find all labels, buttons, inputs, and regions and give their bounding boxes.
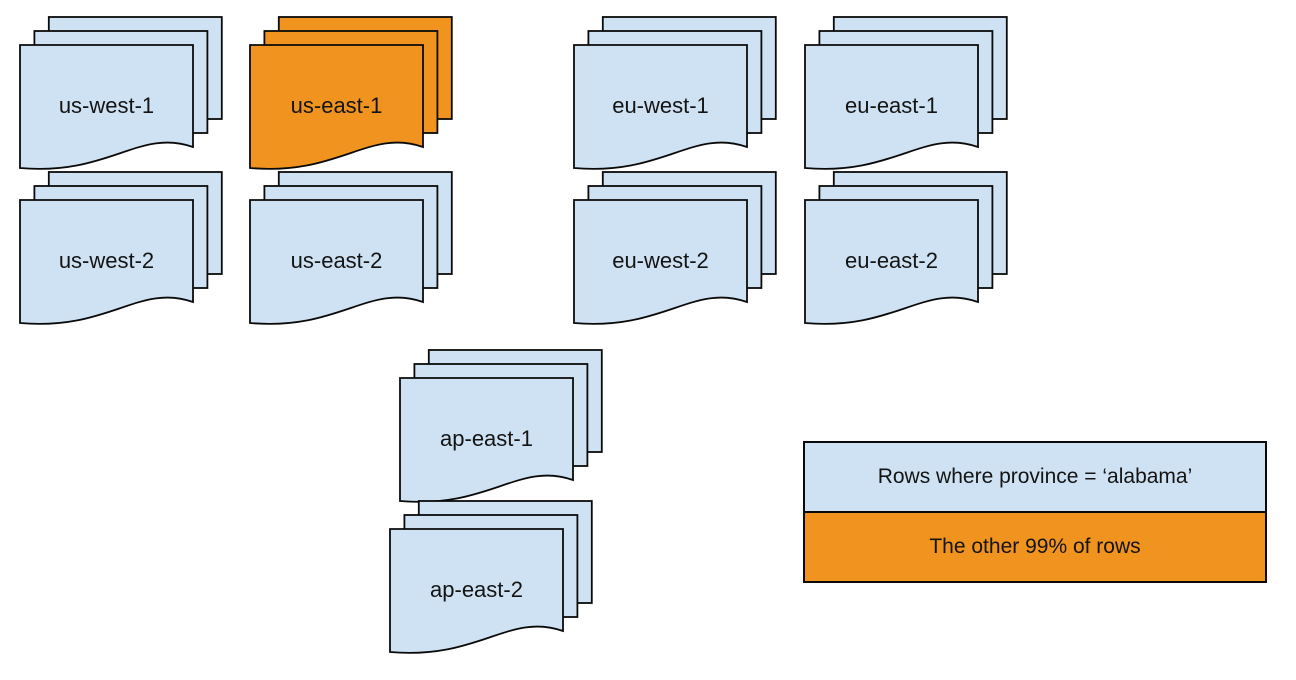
document-stack-icon: us-west-2 xyxy=(19,171,223,325)
document-stack-icon: us-east-2 xyxy=(249,171,453,325)
document-shape xyxy=(573,44,748,170)
region-stack-eu-west-1: eu-west-1 xyxy=(573,16,778,178)
region-label: eu-west-1 xyxy=(612,93,709,118)
document-stack-icon: us-east-1 xyxy=(249,16,453,170)
legend-item-label: Rows where province = ‘alabama’ xyxy=(877,465,1193,488)
region-stack-ap-east-2: ap-east-2 xyxy=(389,500,594,662)
region-stack-us-west-2: us-west-2 xyxy=(19,171,224,333)
legend: Rows where province = ‘alabama’ The othe… xyxy=(803,441,1267,583)
document-shape xyxy=(573,199,748,325)
region-label: us-east-2 xyxy=(291,248,383,273)
document-shape xyxy=(249,199,424,325)
region-label: us-west-1 xyxy=(59,93,154,118)
region-label: eu-east-1 xyxy=(845,93,938,118)
legend-item-label: The other 99% of rows xyxy=(929,535,1141,558)
region-stack-us-west-1: us-west-1 xyxy=(19,16,224,178)
document-shape xyxy=(249,44,424,170)
document-stack-icon: eu-east-1 xyxy=(804,16,1008,170)
region-stack-eu-west-2: eu-west-2 xyxy=(573,171,778,333)
document-stack-icon: eu-west-2 xyxy=(573,171,777,325)
document-stack-icon: ap-east-2 xyxy=(389,500,593,654)
document-shape xyxy=(804,199,979,325)
document-shape xyxy=(389,528,564,654)
region-label: eu-west-2 xyxy=(612,248,709,273)
document-stack-icon: ap-east-1 xyxy=(399,349,603,503)
document-stack-icon: eu-east-2 xyxy=(804,171,1008,325)
region-label: us-west-2 xyxy=(59,248,154,273)
region-stack-eu-east-2: eu-east-2 xyxy=(804,171,1009,333)
region-label: ap-east-1 xyxy=(440,426,533,451)
document-shape xyxy=(19,199,194,325)
region-stack-us-east-1: us-east-1 xyxy=(249,16,454,178)
legend-item-alabama-rows: Rows where province = ‘alabama’ xyxy=(805,443,1265,513)
region-stack-ap-east-1: ap-east-1 xyxy=(399,349,604,511)
region-stack-eu-east-1: eu-east-1 xyxy=(804,16,1009,178)
region-stack-us-east-2: us-east-2 xyxy=(249,171,454,333)
document-stack-icon: eu-west-1 xyxy=(573,16,777,170)
document-stack-icon: us-west-1 xyxy=(19,16,223,170)
region-label: ap-east-2 xyxy=(430,577,523,602)
region-label: us-east-1 xyxy=(291,93,383,118)
region-label: eu-east-2 xyxy=(845,248,938,273)
legend-item-other-rows: The other 99% of rows xyxy=(805,513,1265,581)
document-shape xyxy=(804,44,979,170)
document-shape xyxy=(19,44,194,170)
